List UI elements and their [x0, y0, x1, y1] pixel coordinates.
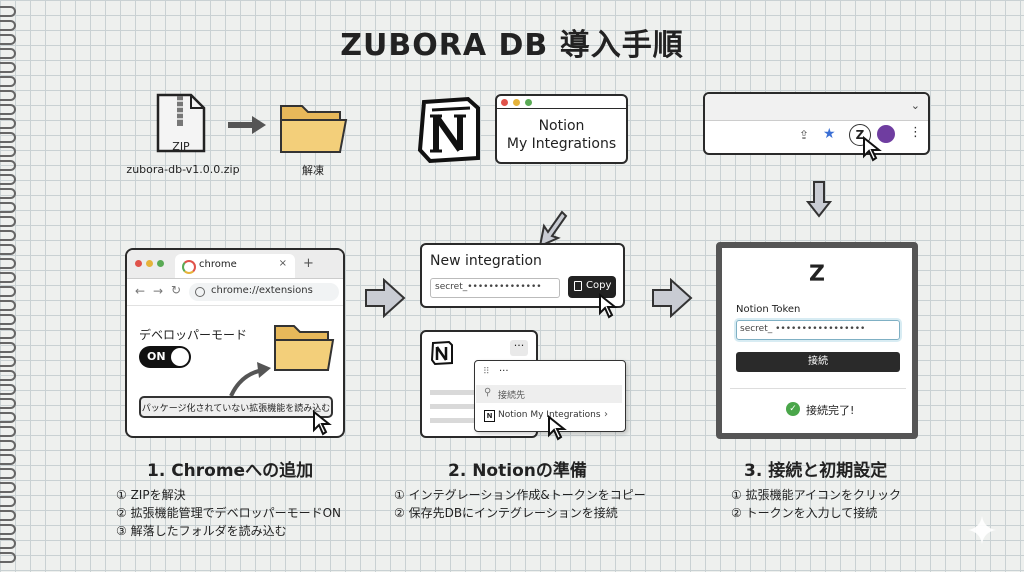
- url-text: chrome://extensions: [211, 285, 313, 296]
- step1-heading: 1. Chromeへの追加: [147, 461, 314, 481]
- sparkle-icon: [966, 514, 998, 550]
- step2-heading: 2. Notionの準備: [448, 461, 587, 481]
- more-dots-button[interactable]: ···: [510, 340, 528, 356]
- tab-close-icon[interactable]: ×: [278, 258, 287, 269]
- notion-box-line2: My Integrations: [506, 136, 617, 152]
- new-integration-card: New integration secret_•••••••••••••• Co…: [420, 243, 625, 319]
- step3-item: ① 拡張機能アイコンをクリック: [731, 488, 901, 502]
- forward-icon[interactable]: →: [153, 284, 164, 298]
- chevron-right-icon: ›: [604, 409, 608, 420]
- zubora-logo-icon: Ζ: [809, 262, 825, 287]
- secret-field[interactable]: secret_••••••••••••••: [430, 278, 560, 298]
- arrow-diagonal-icon: [534, 210, 568, 252]
- bookmark-star-icon[interactable]: ★: [823, 126, 836, 142]
- chrome-extensions-window: chrome × + ← → ↻ chrome://extensions デベロ…: [125, 248, 345, 438]
- step1-item: ① ZIPを解決: [116, 488, 186, 502]
- menu-item-integration-label: Notion My Integrations: [498, 410, 601, 420]
- connect-button[interactable]: 接続: [736, 352, 900, 372]
- folder-icon: [278, 98, 350, 160]
- load-unpacked-button[interactable]: パッケージ化されていない拡張機能を読み込む: [139, 396, 333, 418]
- notion-logo-icon: [416, 96, 482, 168]
- new-tab-icon[interactable]: +: [303, 256, 314, 271]
- connections-menu: ⠿ ··· ⚲ 接続先 N Notion My Integrations ›: [474, 360, 626, 441]
- unzip-label: 解凍: [302, 164, 324, 177]
- step2-item: ① インテグレーション作成&トークンをコピー: [394, 488, 646, 502]
- menu-item-connections[interactable]: ⚲ 接続先: [476, 385, 622, 403]
- success-text: 接続完了!: [806, 404, 855, 417]
- menu-item-connections-label: 接続先: [498, 391, 526, 401]
- token-label: Notion Token: [736, 304, 801, 315]
- back-icon[interactable]: ←: [135, 284, 146, 298]
- chevron-down-icon[interactable]: ⌄: [910, 99, 920, 112]
- share-icon[interactable]: ⇪: [799, 128, 810, 142]
- devmode-label: デベロッパーモード: [139, 328, 248, 342]
- notion-mini-icon: N: [484, 410, 495, 422]
- cursor-icon: [862, 135, 882, 166]
- step3-list: ① 拡張機能アイコンをクリック ② トークンを入力して接続: [731, 486, 901, 522]
- site-icon: [195, 287, 205, 297]
- folder-icon-small: [272, 320, 336, 378]
- devmode-toggle[interactable]: ON: [139, 346, 191, 368]
- step2-list: ① インテグレーション作成&トークンをコピー ② 保存先DBにインテグレーション…: [394, 486, 646, 522]
- copy-label: Copy: [586, 280, 612, 291]
- browser-toolbar: ⌄ ⇪ ★ Ζ ⋮: [703, 92, 930, 155]
- profile-avatar[interactable]: [877, 125, 895, 143]
- arrow-right-icon: [651, 277, 693, 322]
- step1-item: ② 拡張機能管理でデベロッパーモードON: [116, 506, 341, 520]
- menu-item-integration[interactable]: N Notion My Integrations ›: [476, 407, 622, 425]
- page-title: ZUBORA DB 導入手順: [340, 28, 684, 63]
- notebook-spiral: [0, 0, 18, 572]
- secret-value: secret_••••••••••••••: [435, 282, 542, 292]
- step2-item: ② 保存先DBにインテグレーションを接続: [394, 506, 618, 520]
- step1-item: ③ 解落したフォルダを読み込む: [116, 524, 287, 538]
- integration-title: New integration: [430, 253, 542, 269]
- notion-integrations-window: Notion My Integrations: [495, 94, 628, 164]
- menu-dots: ···: [499, 366, 509, 377]
- step3-heading: 3. 接続と初期設定: [744, 461, 888, 481]
- reload-icon[interactable]: ↻: [171, 283, 182, 297]
- tab-chrome[interactable]: chrome ×: [175, 254, 295, 278]
- notion-box-line1: Notion: [538, 118, 585, 134]
- success-check-icon: ✓: [786, 402, 800, 416]
- arrow-down-icon: [805, 180, 833, 222]
- zip-badge: ZIP: [172, 140, 190, 153]
- tab-label: chrome: [199, 259, 237, 270]
- curved-arrow-icon: [227, 360, 277, 404]
- link-icon: ⚲: [484, 387, 492, 398]
- step3-item: ② トークンを入力して接続: [731, 506, 878, 520]
- address-bar[interactable]: chrome://extensions: [189, 283, 339, 301]
- more-menu-icon[interactable]: ⋮: [909, 125, 922, 140]
- zip-filename: zubora-db-v1.0.0.zip: [126, 163, 240, 176]
- token-input[interactable]: secret_ •••••••••••••••••: [736, 320, 900, 340]
- copy-icon: [574, 281, 582, 291]
- chrome-logo-icon: [182, 260, 196, 274]
- copy-button[interactable]: Copy: [568, 276, 616, 298]
- extension-popup: Ζ Notion Token secret_ •••••••••••••••••…: [716, 242, 918, 439]
- cursor-icon: [547, 414, 567, 445]
- arrow-right-icon: [226, 114, 268, 140]
- zip-file-icon: [155, 92, 207, 154]
- arrow-right-icon: [364, 277, 406, 322]
- cursor-icon: [312, 409, 332, 440]
- notion-logo-small-icon: [430, 340, 454, 370]
- cursor-icon: [598, 292, 618, 323]
- step1-list: ① ZIPを解決 ② 拡張機能管理でデベロッパーモードON ③ 解落したフォルダ…: [116, 486, 341, 540]
- token-value: secret_ •••••••••••••••••: [740, 324, 866, 334]
- toggle-label: ON: [147, 350, 166, 363]
